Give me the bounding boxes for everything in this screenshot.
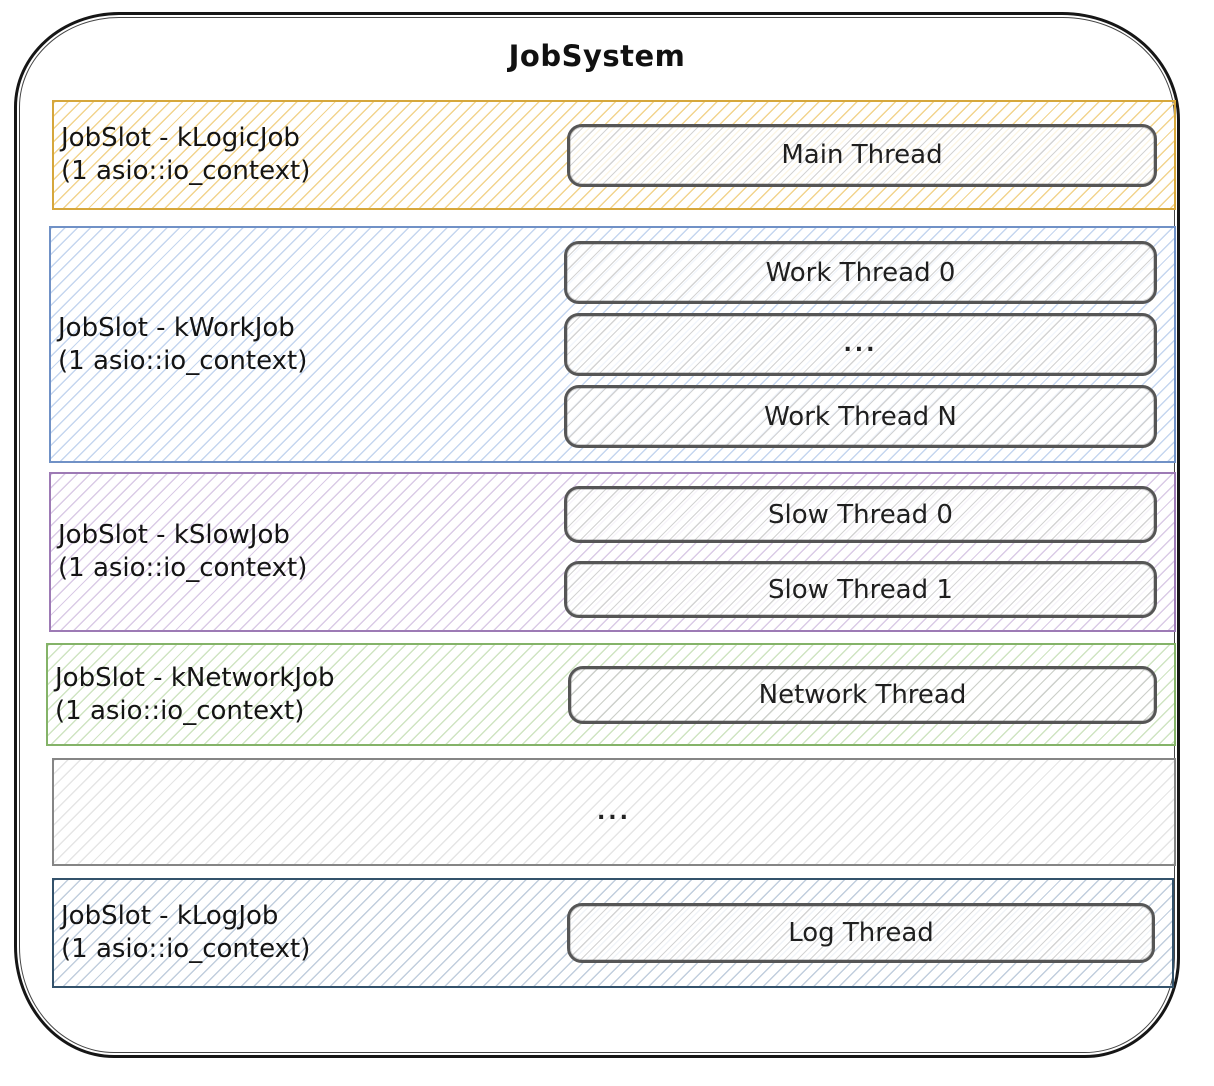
slot-kworkjob: JobSlot - kWorkJob (1 asio::io_context) … [49,226,1176,463]
slot-kworkjob-label: JobSlot - kWorkJob (1 asio::io_context) [58,228,558,461]
slot-label-line1: JobSlot - kLogicJob [61,123,300,153]
slot-klogjob-threads: Log Thread [567,880,1155,986]
slot-kslowjob-label: JobSlot - kSlowJob (1 asio::io_context) [58,474,558,630]
thread-box-slow-thread-0: Slow Thread 0 [564,486,1157,543]
slot-label-line2: (1 asio::io_context) [58,345,308,376]
slot-kslowjob: JobSlot - kSlowJob (1 asio::io_context) … [49,472,1176,632]
thread-box-main-thread: Main Thread [567,123,1157,187]
thread-box-slow-thread-1: Slow Thread 1 [564,561,1157,618]
slot-ellipsis: ... [52,758,1176,866]
slot-klogjob-label: JobSlot - kLogJob (1 asio::io_context) [61,880,561,986]
jobsystem-container: JobSystem [14,12,1180,1058]
slot-knetworkjob-threads: Network Thread [568,645,1157,744]
slot-klogicjob: JobSlot - kLogicJob (1 asio::io_context)… [52,100,1176,210]
slot-label-line1: JobSlot - kSlowJob [58,520,290,550]
diagram-title: JobSystem [508,39,686,73]
ellipsis-label: ... [596,799,632,825]
slot-label-line1: JobSlot - kWorkJob [58,312,295,343]
slot-knetworkjob: JobSlot - kNetworkJob (1 asio::io_contex… [46,643,1176,746]
slot-label-line1: JobSlot - kNetworkJob [55,662,335,693]
slot-klogicjob-label: JobSlot - kLogicJob (1 asio::io_context) [61,102,561,208]
slot-label-line2: (1 asio::io_context) [61,156,311,186]
slot-label-line2: (1 asio::io_context) [61,934,311,964]
slot-label-line2: (1 asio::io_context) [55,695,305,726]
slot-klogicjob-threads: Main Thread [567,102,1157,208]
thread-box-log-thread: Log Thread [567,903,1155,963]
slot-kslowjob-threads: Slow Thread 0 Slow Thread 1 [564,474,1157,630]
slot-klogjob: JobSlot - kLogJob (1 asio::io_context) L… [52,878,1174,988]
slot-knetworkjob-label: JobSlot - kNetworkJob (1 asio::io_contex… [55,645,555,744]
slot-label-line1: JobSlot - kLogJob [61,901,279,931]
slot-kworkjob-threads: Work Thread 0 ... Work Thread N [564,228,1157,461]
thread-box-work-thread-n: Work Thread N [564,385,1157,448]
thread-box-ellipsis: ... [564,313,1157,376]
thread-box-work-thread-0: Work Thread 0 [564,241,1157,304]
thread-box-network-thread: Network Thread [568,665,1157,724]
slot-label-line2: (1 asio::io_context) [58,553,308,583]
